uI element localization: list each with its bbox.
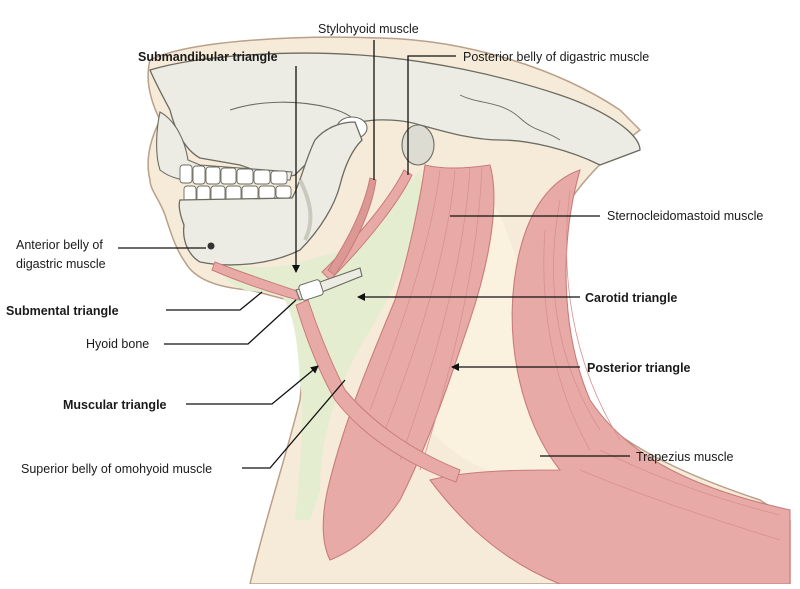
leader-omohyoid <box>242 379 346 469</box>
omohyoid-muscle <box>295 299 461 483</box>
leader-lines <box>118 40 630 469</box>
mandible <box>178 121 363 266</box>
leader-posterior-belly <box>407 55 456 175</box>
mandible-shadow <box>298 179 313 241</box>
label-hyoid-bone: Hyoid bone <box>86 337 149 351</box>
label-submandibular-triangle: Submandibular triangle <box>138 50 278 64</box>
scm-fibers <box>369 166 483 471</box>
label-trapezius: Trapezius muscle <box>636 450 734 464</box>
skull <box>149 52 641 178</box>
sternocleidomastoid-muscle <box>322 164 495 561</box>
label-anterior-belly-line2: digastric muscle <box>16 257 106 271</box>
stylohyoid-muscle <box>327 177 377 276</box>
label-anterior-belly-line1: Anterior belly of <box>16 238 103 252</box>
label-sternocleidomastoid: Sternocleidomastoid muscle <box>607 209 763 223</box>
trapezius-fibers <box>543 189 781 541</box>
anterior-belly-digastric <box>211 261 301 301</box>
mental-foramen <box>207 242 215 250</box>
skull-suture <box>459 94 561 141</box>
trapezius-muscle <box>429 169 791 585</box>
mastoid-process <box>401 124 435 166</box>
teeth <box>179 164 292 203</box>
label-posterior-triangle: Posterior triangle <box>587 361 691 375</box>
leader-submental <box>166 291 263 311</box>
label-stylohyoid: Stylohyoid muscle <box>318 22 419 36</box>
hyoid-bone <box>295 267 363 301</box>
label-carotid-triangle: Carotid triangle <box>585 291 677 305</box>
label-superior-belly-omohyoid: Superior belly of omohyoid muscle <box>21 462 212 476</box>
leader-muscular <box>186 365 319 405</box>
label-muscular-triangle: Muscular triangle <box>63 398 167 412</box>
label-posterior-belly-digastric: Posterior belly of digastric muscle <box>463 50 649 64</box>
leader-hyoid <box>164 299 297 345</box>
label-submental-triangle: Submental triangle <box>6 304 119 318</box>
